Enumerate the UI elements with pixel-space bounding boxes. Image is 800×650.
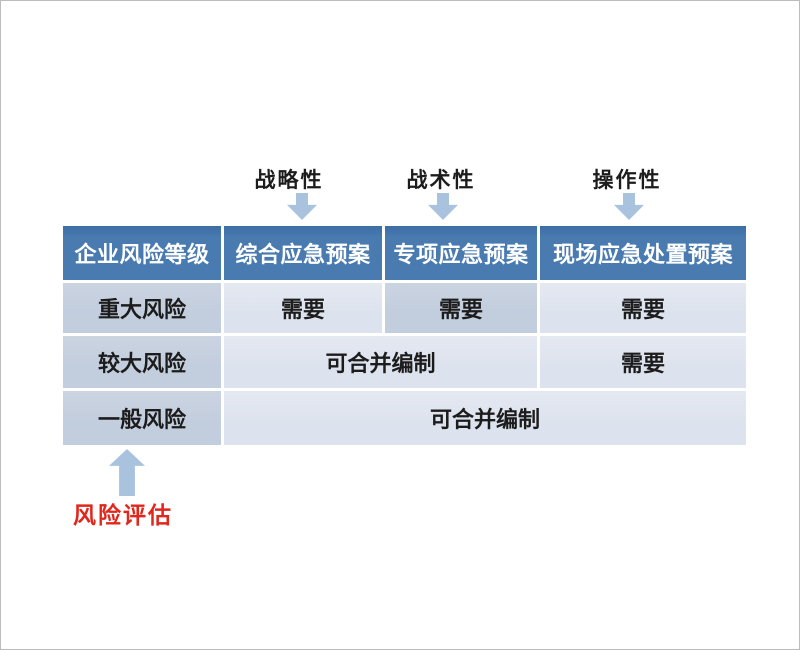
cell-general-merged: 可合并编制 — [224, 391, 746, 445]
header-comprehensive-plan: 综合应急预案 — [224, 226, 382, 280]
down-arrow-icon — [287, 193, 317, 220]
label-tactical: 战术性 — [406, 167, 476, 192]
down-arrow-icon — [428, 193, 458, 220]
row-major-risk-level: 重大风险 — [63, 283, 221, 333]
cell-larger-merged: 可合并编制 — [224, 336, 537, 388]
cell-larger-onsite: 需要 — [540, 336, 746, 388]
cell-major-onsite: 需要 — [540, 283, 746, 333]
label-strategic: 战略性 — [254, 167, 324, 192]
label-operational: 操作性 — [592, 167, 662, 192]
header-risk-level: 企业风险等级 — [63, 226, 221, 280]
emergency-plan-table: 企业风险等级 综合应急预案 专项应急预案 现场应急处置预案 重大风险 需要 需要… — [63, 226, 746, 445]
cell-major-comprehensive: 需要 — [224, 283, 382, 333]
down-arrow-icon — [614, 193, 644, 220]
header-special-plan: 专项应急预案 — [385, 226, 537, 280]
header-onsite-plan: 现场应急处置预案 — [540, 226, 746, 280]
cell-major-special: 需要 — [385, 283, 537, 333]
row-larger-risk-level: 较大风险 — [63, 336, 221, 388]
up-arrow-icon — [109, 449, 145, 496]
row-general-risk-level: 一般风险 — [63, 391, 221, 445]
risk-assessment-label: 风险评估 — [73, 502, 173, 529]
